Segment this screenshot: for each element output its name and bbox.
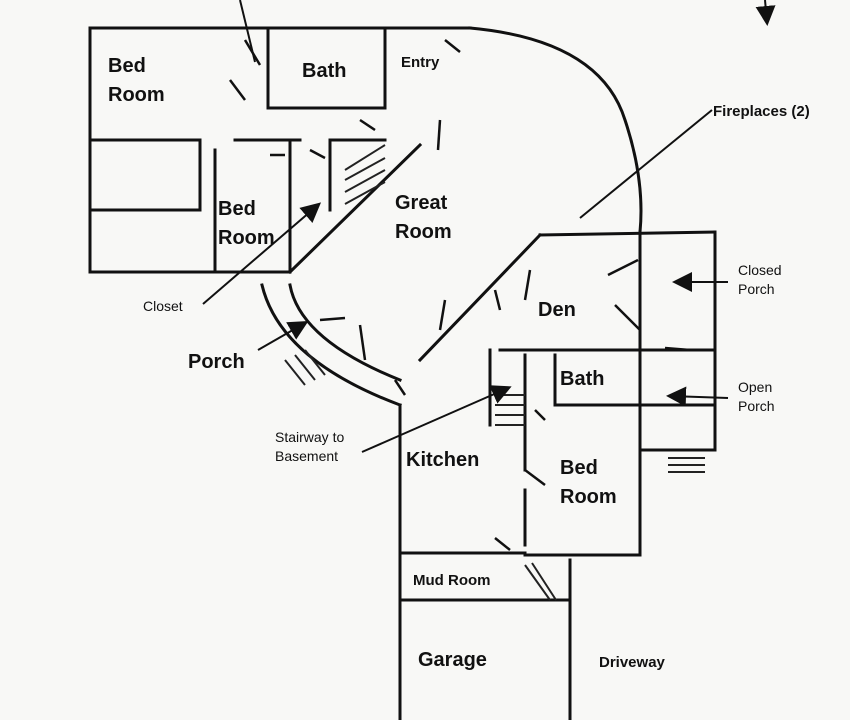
room-bedroom-3-line2: Room [560, 486, 617, 508]
porch-arrow [257, 321, 309, 351]
stairway-arrow [361, 385, 512, 453]
open-porch-arrow [666, 386, 729, 407]
room-bedroom-2-line2: Room [218, 227, 275, 249]
callout-closed-porch-line1: Closed [738, 262, 782, 278]
room-bedroom-1-line2: Room [108, 84, 165, 106]
closet-arrow [202, 202, 322, 305]
callout-stairway-line2: Basement [275, 448, 338, 464]
room-den: Den [538, 299, 576, 321]
callout-stairway-line1: Stairway to [275, 429, 344, 445]
room-kitchen: Kitchen [406, 449, 479, 471]
room-bedroom-3-line1: Bed [560, 457, 598, 479]
room-labels: Bed Room Bath Entry Bed Room Great Room … [108, 54, 666, 671]
callout-open-porch-line2: Porch [738, 398, 775, 414]
room-driveway: Driveway [599, 654, 666, 671]
callout-closed-porch-line2: Porch [738, 281, 775, 297]
callout-open-porch-line1: Open [738, 379, 772, 395]
callout-fireplaces: Fireplaces (2) [713, 103, 810, 120]
room-bath-2: Bath [560, 368, 604, 390]
room-entry: Entry [401, 54, 440, 71]
room-great-room-line1: Great [395, 192, 448, 214]
callout-porch: Porch [188, 351, 245, 373]
room-bedroom-2-line1: Bed [218, 198, 256, 220]
room-bath-1: Bath [302, 60, 346, 82]
fireplaces-leader [579, 109, 713, 219]
callout-closet: Closet [143, 298, 183, 314]
top-arrow-left [239, 0, 256, 63]
room-garage: Garage [418, 649, 487, 671]
room-great-room-line2: Room [395, 221, 452, 243]
room-bedroom-1-line1: Bed [108, 55, 146, 77]
callouts: Fireplaces (2) Closed Porch Open Porch C… [143, 0, 810, 464]
room-mud-room: Mud Room [413, 572, 490, 589]
doors [229, 39, 691, 551]
top-arrow-right [755, 0, 776, 26]
walls [88, 26, 717, 720]
